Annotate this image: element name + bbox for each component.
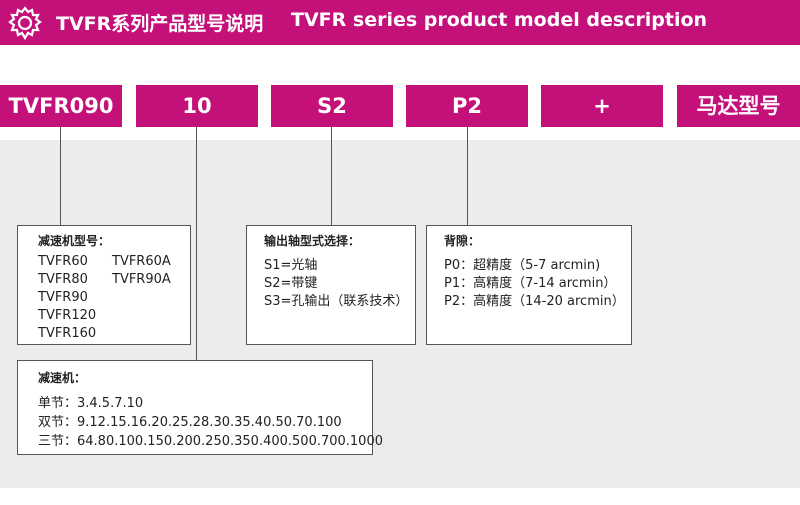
shaft-box-title: 输出轴型式选择： xyxy=(264,234,361,248)
shaft-option: S1=光轴 xyxy=(264,258,318,273)
shaft-option: S3=孔输出（联系技术） xyxy=(264,294,409,309)
code-backlash: P2 xyxy=(406,85,528,127)
ratio-line: 单节：3.4.5.7.10 xyxy=(38,396,144,411)
model-box-title: 减速机型号： xyxy=(38,234,111,248)
backlash-option: P0：超精度（5-7 arcmin) xyxy=(444,258,601,273)
model-item: TVFR80 xyxy=(38,272,88,287)
code-shaft: S2 xyxy=(271,85,393,127)
shaft-box: 输出轴型式选择： S1=光轴 S2=带键 S3=孔输出（联系技术） xyxy=(246,225,416,345)
connector-backlash xyxy=(467,127,468,225)
backlash-box: 背隙： P0：超精度（5-7 arcmin) P1：高精度（7-14 arcmi… xyxy=(426,225,632,345)
backlash-option: P1：高精度（7-14 arcmin） xyxy=(444,276,617,291)
code-model: TVFR090 xyxy=(0,85,122,127)
header-title-en: TVFR series product model description xyxy=(291,9,708,31)
model-item: TVFR90 xyxy=(38,290,88,305)
backlash-option: P2：高精度（14-20 arcmin） xyxy=(444,294,625,309)
connector-ratio xyxy=(196,127,197,360)
ratio-box-title: 减速机： xyxy=(38,371,87,385)
header-title-cn: TVFR系列产品型号说明 xyxy=(56,13,264,35)
code-plus: + xyxy=(541,85,663,127)
shaft-option: S2=带键 xyxy=(264,276,318,291)
code-ratio: 10 xyxy=(136,85,258,127)
gear-icon xyxy=(8,6,42,41)
model-item: TVFR120 xyxy=(38,308,97,323)
ratio-box: 减速机： 单节：3.4.5.7.10 双节：9.12.15.16.20.25.2… xyxy=(17,360,383,455)
connector-shaft xyxy=(331,127,332,225)
model-item: TVFR90A xyxy=(112,272,171,287)
model-item: TVFR60A xyxy=(112,254,171,269)
header-banner: TVFR系列产品型号说明 TVFR series product model d… xyxy=(0,0,800,45)
ratio-line: 三节：64.80.100.150.200.250.350.400.500.700… xyxy=(38,434,383,449)
connector-model xyxy=(60,127,61,225)
backlash-box-title: 背隙： xyxy=(444,234,481,248)
model-item: TVFR160 xyxy=(38,326,97,341)
code-motor: 马达型号 xyxy=(677,85,800,127)
model-box: 减速机型号： TVFR60 TVFR80 TVFR90 TVFR120 TVFR… xyxy=(17,225,191,345)
ratio-line: 双节：9.12.15.16.20.25.28.30.35.40.50.70.10… xyxy=(38,415,342,430)
model-item: TVFR60 xyxy=(38,254,88,269)
